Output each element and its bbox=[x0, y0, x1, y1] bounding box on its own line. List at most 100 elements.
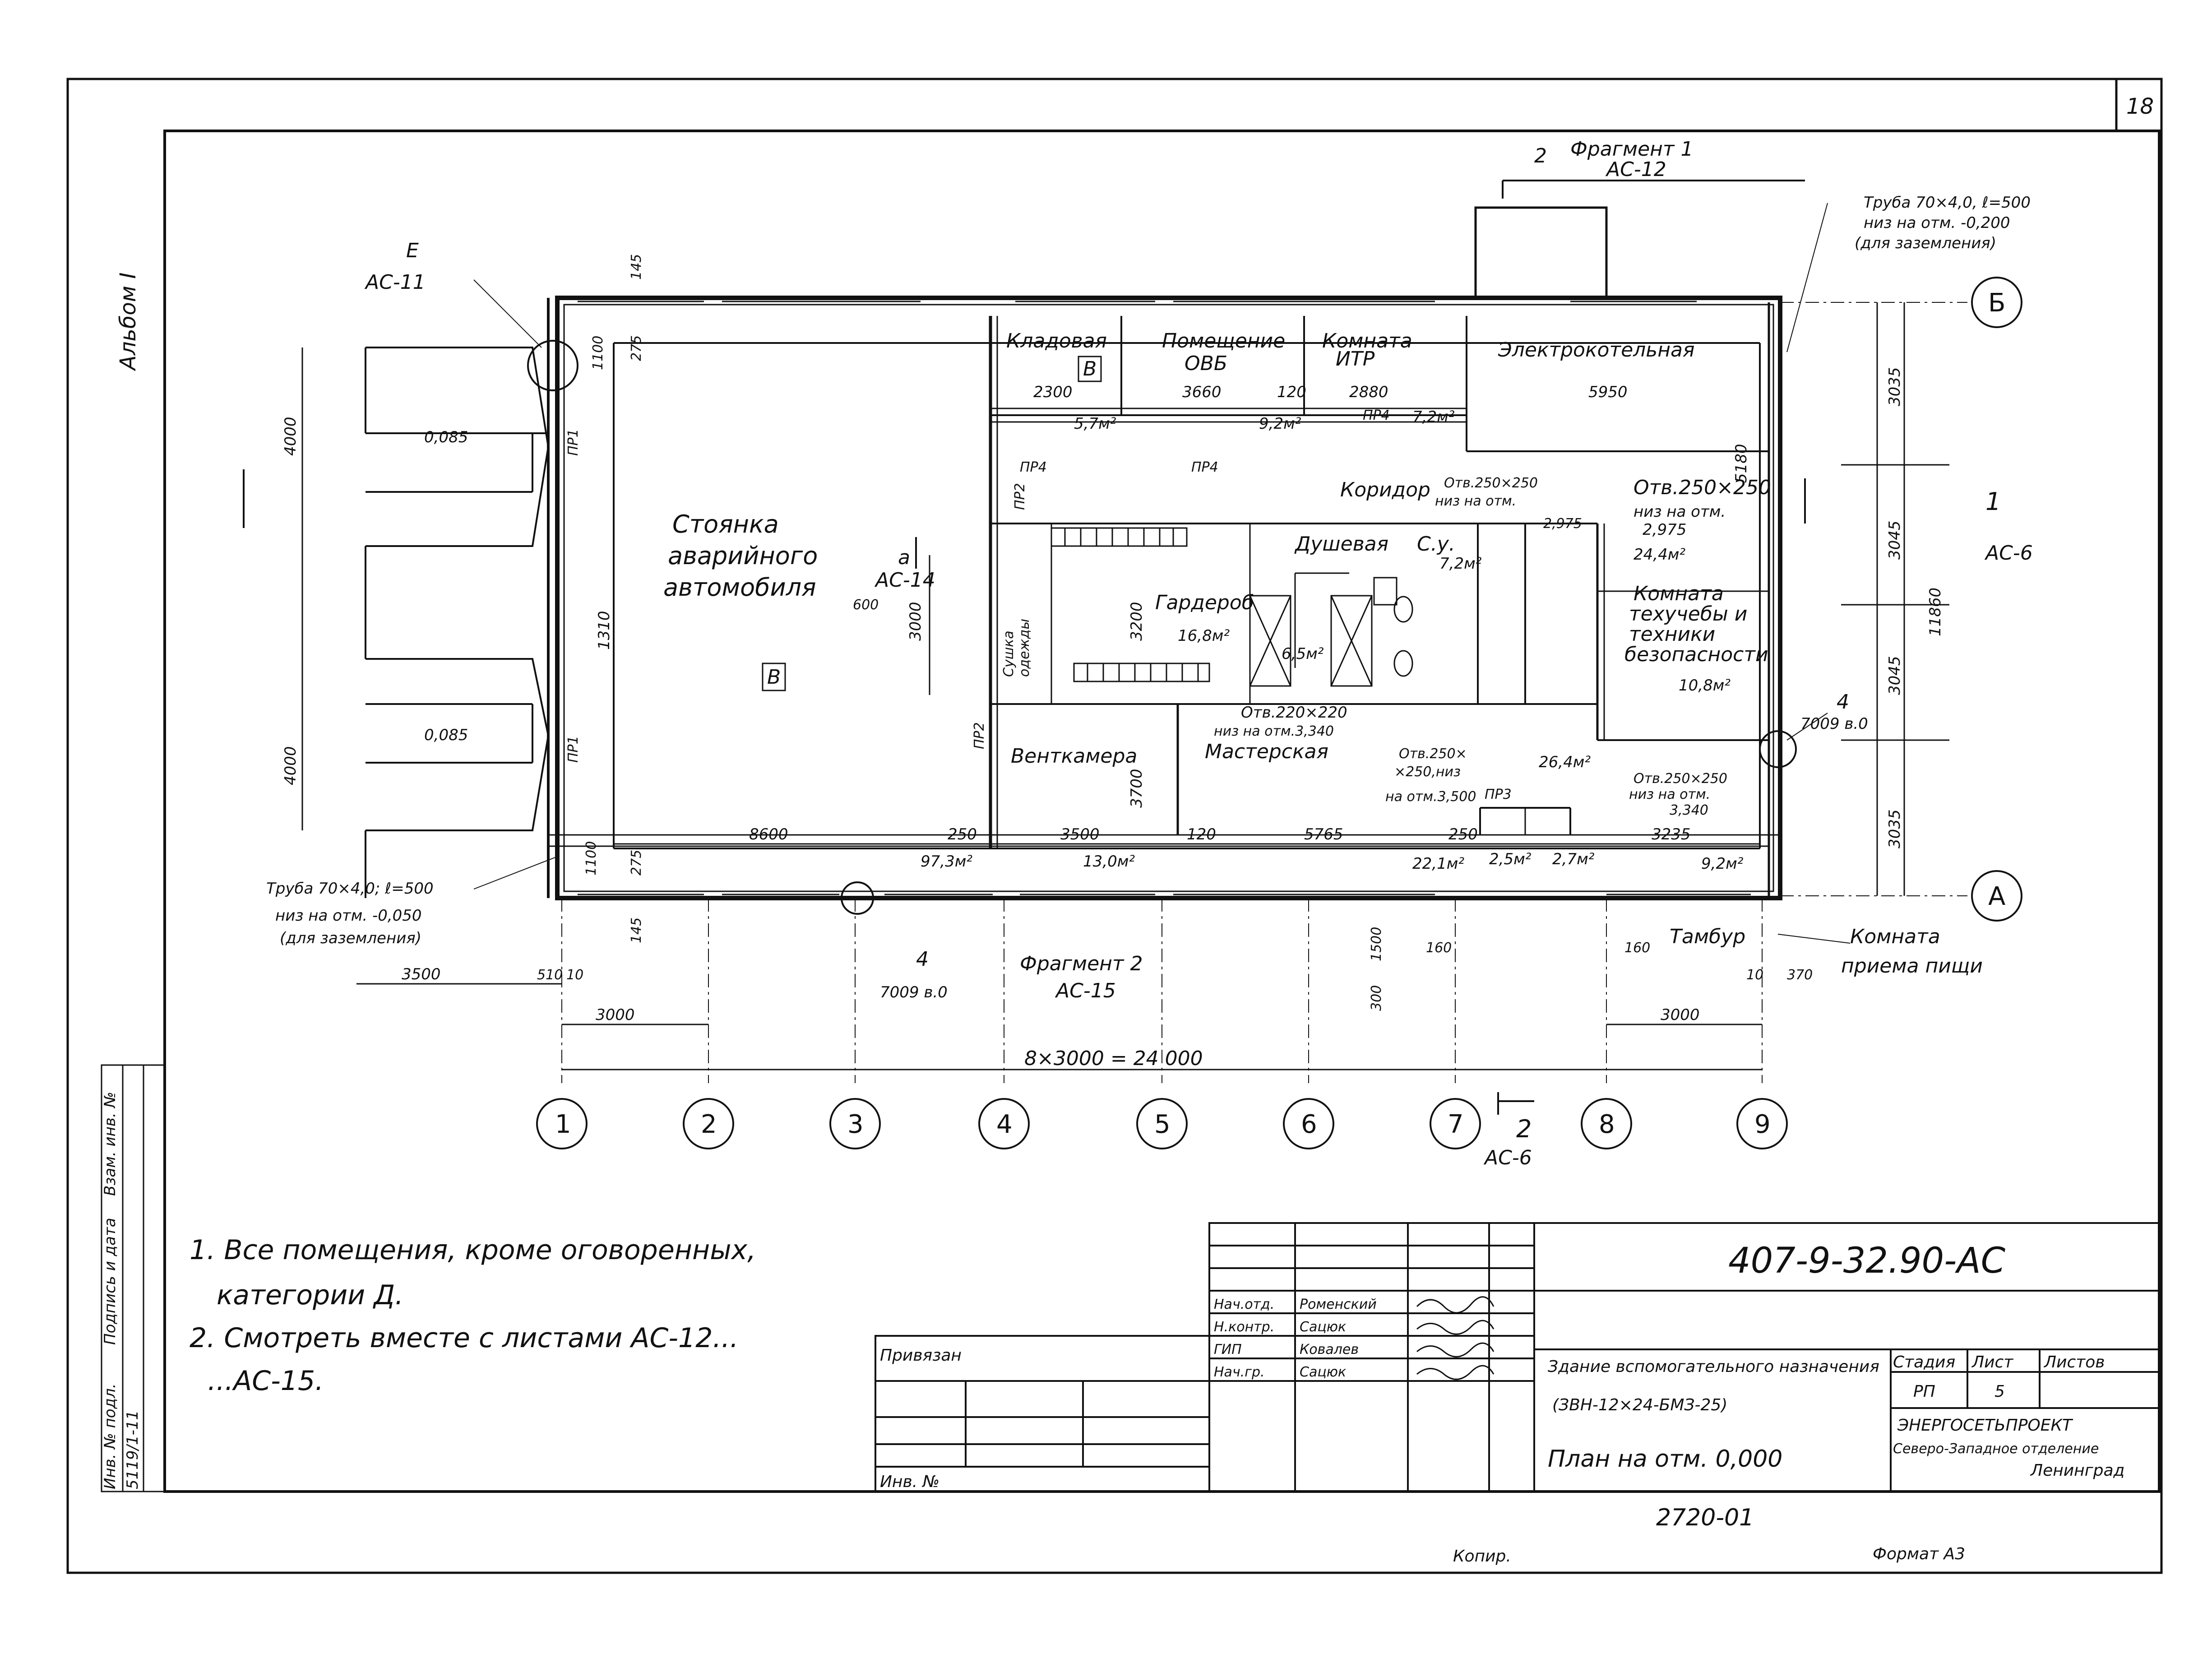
pipe-top-2: низ на отм. -0,200 bbox=[1864, 214, 2010, 232]
dim-misc-2: 275 bbox=[629, 335, 644, 361]
fragment1-num: 2 bbox=[1534, 144, 1547, 167]
note-line-2: категории Д. bbox=[217, 1279, 403, 1311]
elev-1: 0,085 bbox=[424, 428, 468, 446]
dim-row-6: 250 bbox=[1448, 825, 1478, 843]
room-elektrokotelnaya: Электрокотельная bbox=[1498, 338, 1694, 361]
dim-misc-8: 10 bbox=[566, 967, 583, 983]
axis-6: 6 bbox=[1301, 1110, 1317, 1139]
side-stamp-vzam: Взам. инв. № bbox=[101, 1092, 119, 1196]
room-stoyanka-category: В bbox=[767, 666, 781, 689]
note-line-3: 2. Смотреть вместе с листами АС-12... bbox=[190, 1322, 739, 1354]
building-title: Здание вспомогательного назначения bbox=[1548, 1357, 1879, 1376]
side-stamp-sign: Подпись и дата bbox=[101, 1218, 119, 1345]
room-komnata-pishi-1: Комната bbox=[1850, 925, 1940, 948]
side-stamp-value: 5119/1-11 bbox=[124, 1410, 142, 1489]
pr-5: ПР3 bbox=[1485, 787, 1512, 802]
sig-name-3: Ковалев bbox=[1300, 1342, 1359, 1357]
dim-left-3500: 3500 bbox=[402, 965, 441, 983]
signature-scribbles bbox=[1416, 1296, 1495, 1380]
room-komnata-tb-1: Комната bbox=[1634, 582, 1724, 605]
dim-room-h-2: 5180 bbox=[1732, 444, 1750, 483]
otv4-1: Отв.250× bbox=[1399, 746, 1467, 762]
copied-label: Копир. bbox=[1453, 1547, 1511, 1566]
dim-row-4: 120 bbox=[1187, 825, 1216, 843]
room-tambur: Тамбур bbox=[1670, 925, 1745, 948]
section1-sheet: АС-6 bbox=[1984, 542, 2033, 565]
axis-lines bbox=[561, 302, 1967, 1083]
dim-misc-11: 10 bbox=[1746, 967, 1763, 983]
dim-room-h-5: 3700 bbox=[1128, 769, 1146, 808]
dim-misc-14: 300 bbox=[1369, 985, 1384, 1011]
pr-7: ПР4 bbox=[1191, 459, 1218, 475]
dim-room-h-4: 3200 bbox=[1128, 602, 1146, 641]
area-3: 7,2м² bbox=[1412, 408, 1455, 426]
room-komnata-tb-3: техники bbox=[1629, 623, 1715, 646]
dim-misc-4: 1100 bbox=[583, 841, 599, 876]
org-name: ЭНЕРГОСЕТЬПРОЕКТ bbox=[1897, 1416, 2073, 1435]
axis-9: 9 bbox=[1754, 1110, 1771, 1139]
elev-2: 0,085 bbox=[424, 726, 468, 744]
axis-bubbles bbox=[536, 277, 2022, 1149]
format-label: Формат А3 bbox=[1873, 1545, 1965, 1563]
sig-role-2: Н.контр. bbox=[1214, 1319, 1274, 1335]
pr-3: ПР2 bbox=[1012, 483, 1028, 510]
tied-label: Привязан bbox=[880, 1346, 962, 1365]
otv1-2: низ на отм. bbox=[1435, 493, 1516, 509]
dim-misc-3: 145 bbox=[629, 254, 644, 280]
node-markers bbox=[243, 180, 1806, 1115]
dim-right-1: 3035 bbox=[1886, 367, 1904, 406]
otv4-2: ×250,низ bbox=[1394, 764, 1461, 780]
pipe-top-3: (для заземления) bbox=[1855, 234, 1996, 252]
otv5-2: низ на отм. bbox=[1629, 787, 1710, 802]
otv1-3: 2,975 bbox=[1543, 516, 1582, 532]
dim-misc-5: 275 bbox=[629, 850, 644, 876]
dim-top-4: 2880 bbox=[1349, 383, 1388, 401]
doc-number: 2720-01 bbox=[1656, 1504, 1754, 1531]
room-itr-1: Комната bbox=[1322, 329, 1412, 352]
inv-label: Инв. № bbox=[880, 1473, 939, 1491]
area-11: 13,0м² bbox=[1083, 852, 1135, 871]
fragment2-label: Фрагмент 2 bbox=[1020, 952, 1143, 975]
note-line-4: ...АС-15. bbox=[208, 1365, 324, 1397]
note-line-1: 1. Все помещения, кроме оговоренных, bbox=[190, 1234, 756, 1266]
room-stoyanka-3: автомобиля bbox=[663, 573, 816, 602]
dim-misc-7: 510 bbox=[537, 967, 563, 983]
axis-a: А bbox=[1988, 882, 2005, 911]
area-12: 22,1м² bbox=[1412, 855, 1464, 873]
area-10: 97,3м² bbox=[921, 852, 972, 871]
dim-row-2: 250 bbox=[948, 825, 977, 843]
side-stamp-inv: Инв. № подл. bbox=[101, 1383, 119, 1489]
chimney-block bbox=[1474, 206, 1608, 299]
room-su: С.у. bbox=[1417, 533, 1455, 556]
corner-page-number: 18 bbox=[2126, 94, 2154, 119]
sig-name-2: Сацюк bbox=[1300, 1319, 1346, 1335]
room-komnata-tb-4: безопасности bbox=[1624, 643, 1768, 666]
org-city: Ленинград bbox=[2030, 1461, 2124, 1480]
room-komnata-pishi-2: приема пищи bbox=[1841, 954, 1983, 978]
node4-bottom-ref: 7009 в.0 bbox=[880, 983, 948, 1001]
axis-1: 1 bbox=[555, 1110, 571, 1139]
dimension-lines bbox=[301, 302, 1949, 1070]
sheet-code: 407-9-32.90-АС bbox=[1728, 1241, 2006, 1281]
dim-row-5: 5765 bbox=[1304, 825, 1343, 843]
dim-top-1: 2300 bbox=[1033, 383, 1073, 401]
area-1: 5,7м² bbox=[1074, 415, 1116, 433]
title-block-grid bbox=[875, 1222, 2160, 1492]
pipe-bottom-2: низ на отм. -0,050 bbox=[275, 907, 422, 925]
stage-header: Стадия bbox=[1893, 1353, 1955, 1371]
room-pomeshenie-1: Помещение bbox=[1162, 329, 1285, 352]
dim-misc-9: 160 bbox=[1426, 940, 1452, 956]
dim-row-1: 8600 bbox=[749, 825, 788, 843]
axis-8: 8 bbox=[1599, 1110, 1615, 1139]
pr-1: ПР1 bbox=[565, 429, 581, 456]
dim-misc-10: 160 bbox=[1624, 940, 1650, 956]
area-7: 24,4м² bbox=[1634, 546, 1685, 564]
room-sushka-2: одежды bbox=[1017, 619, 1032, 677]
album-label: Альбом I bbox=[116, 273, 141, 371]
otv5-1: Отв.250×250 bbox=[1634, 771, 1727, 787]
leaders bbox=[473, 203, 1851, 944]
pipe-bottom-3: (для заземления) bbox=[280, 929, 421, 947]
category-box bbox=[762, 663, 786, 691]
building-walls bbox=[547, 296, 1782, 900]
